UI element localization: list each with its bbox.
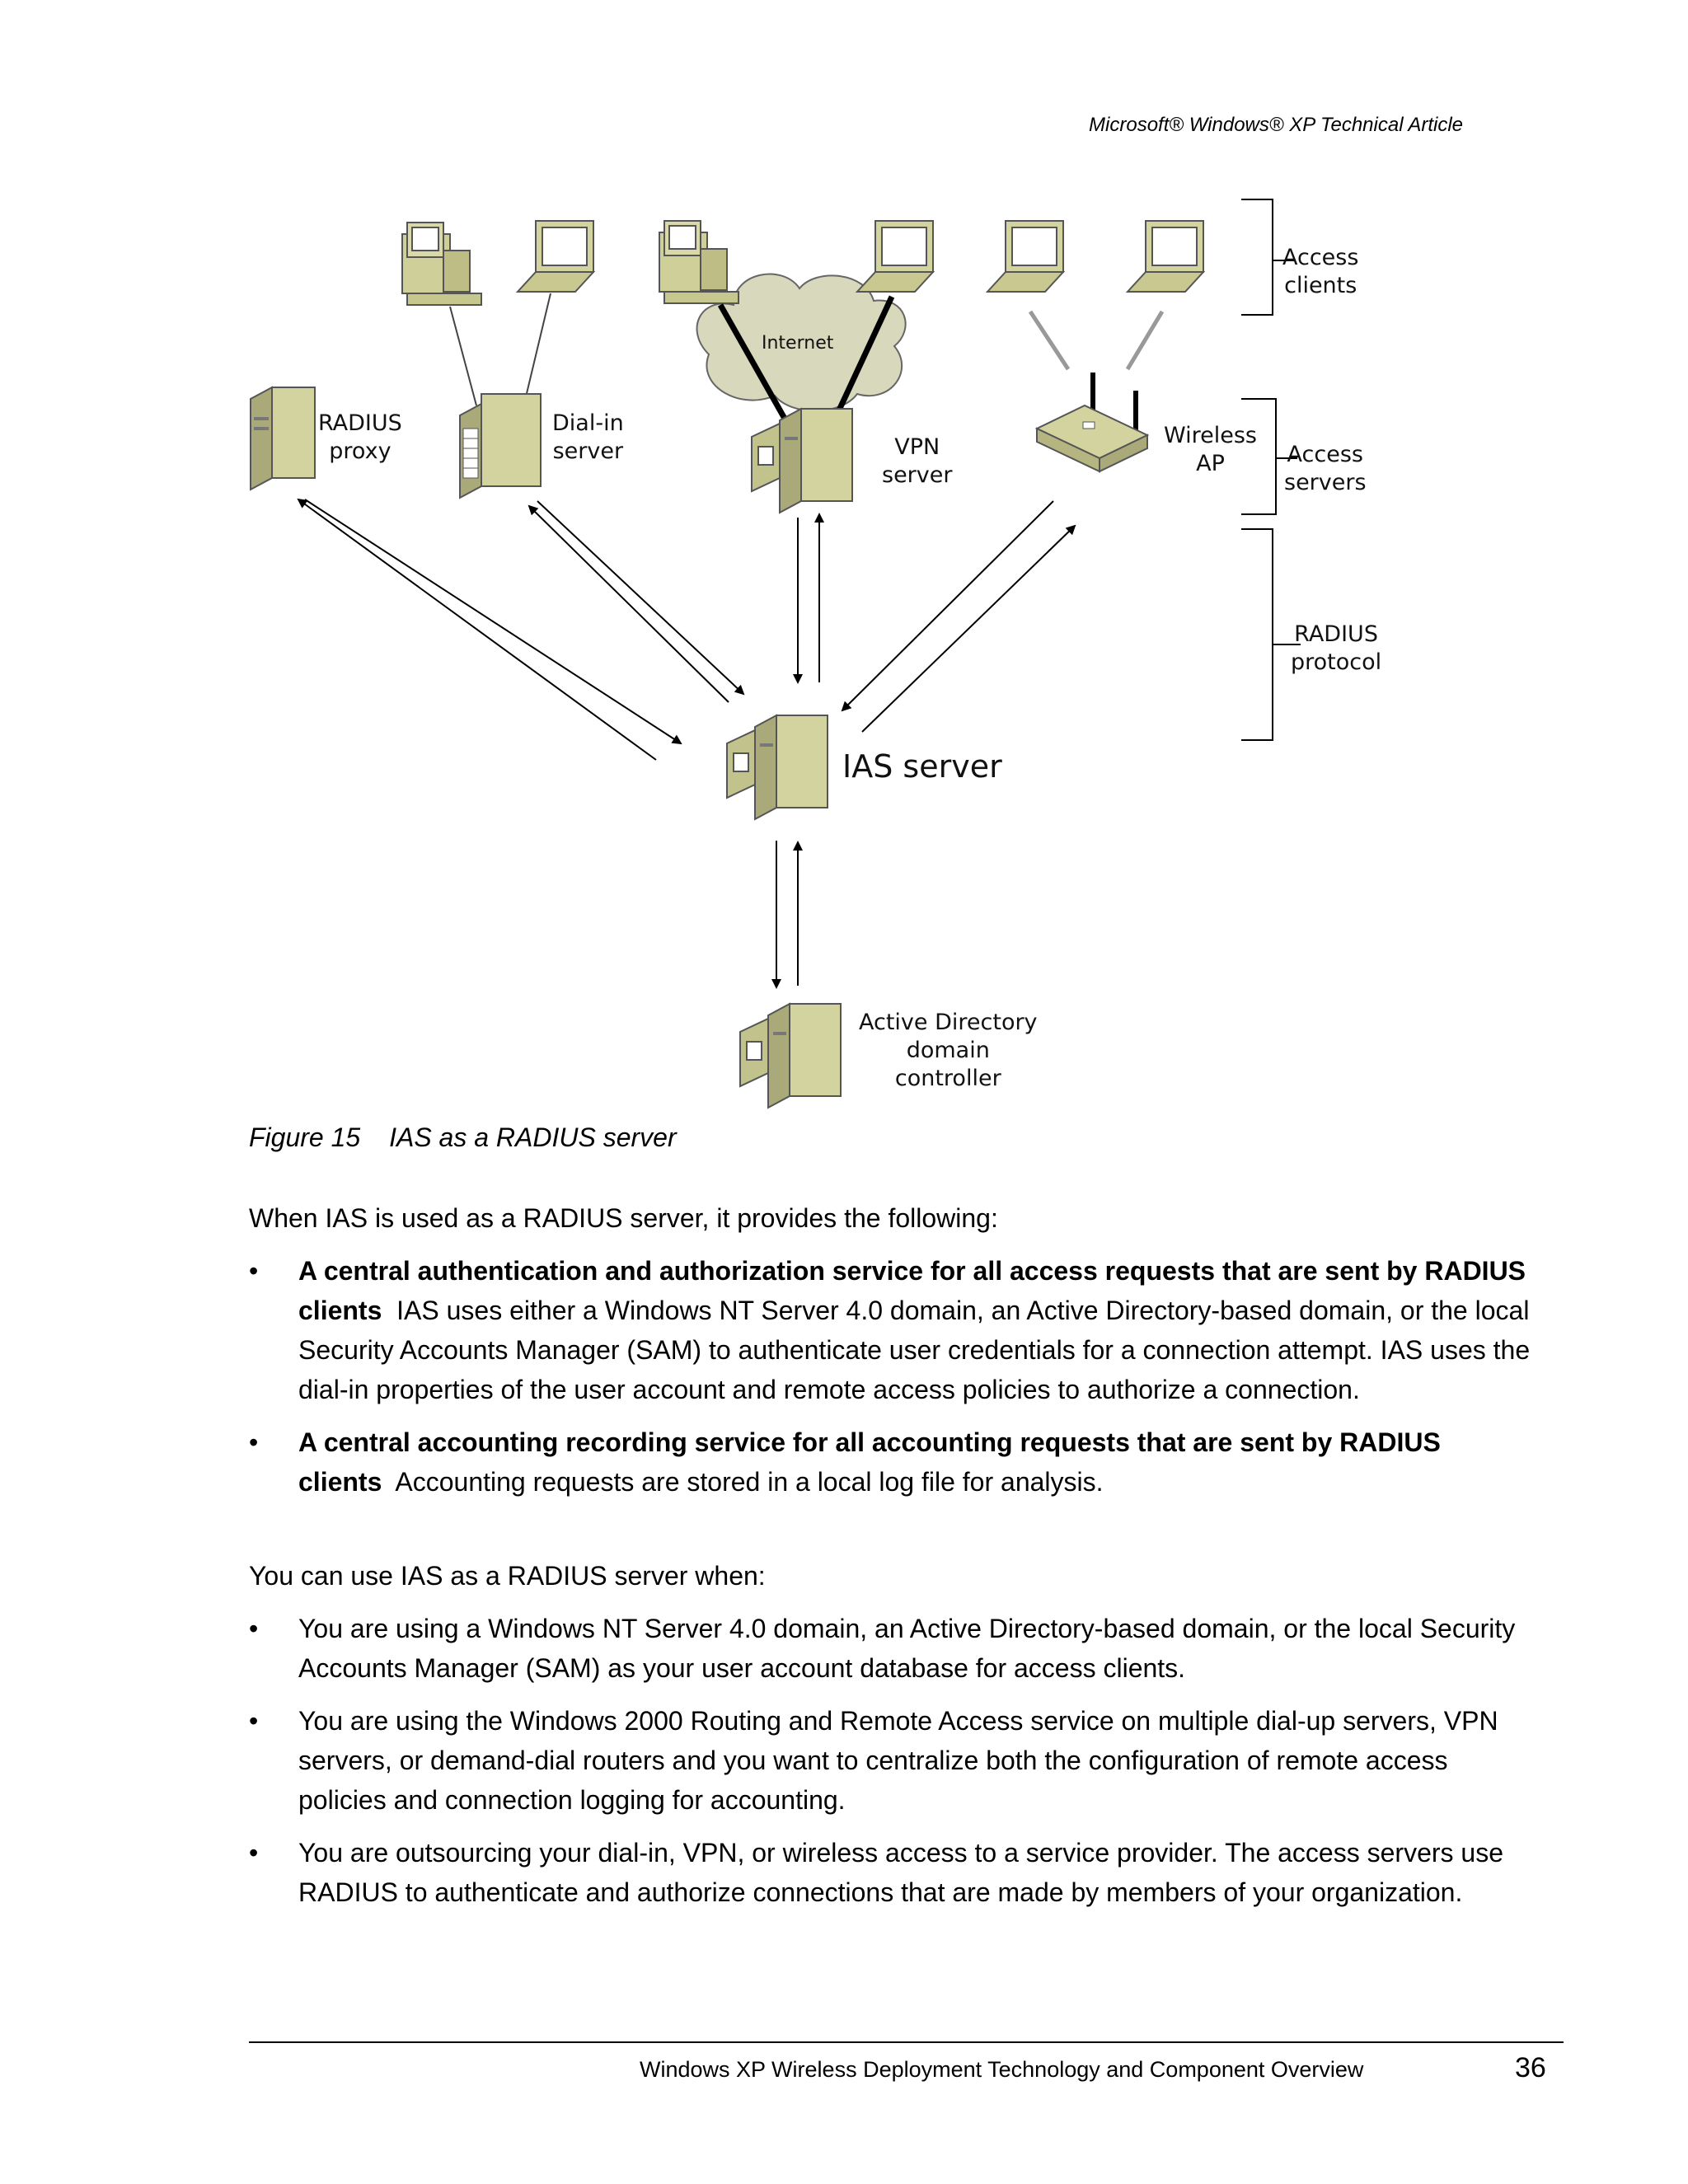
access-clients-label: Access clients (1282, 244, 1358, 300)
intro-paragraph-2: You can use IAS as a RADIUS server when: (249, 1556, 1535, 1596)
list-item: You are using the Windows 2000 Routing a… (249, 1701, 1535, 1820)
ias-provides-list: A central authentication and authorizati… (249, 1251, 1535, 1515)
intro-paragraph-1: When IAS is used as a RADIUS server, it … (249, 1198, 1535, 1238)
ias-server-label: IAS server (842, 748, 1002, 785)
list-item: You are outsourcing your dial-in, VPN, o… (249, 1833, 1535, 1912)
footer-divider (249, 2041, 1564, 2043)
access-servers-label: Access servers (1284, 441, 1367, 497)
wireless-ap-icon (1037, 373, 1147, 471)
dialin-server-label: Dial-in server (552, 410, 624, 466)
list-item-text: IAS uses either a Windows NT Server 4.0 … (298, 1296, 1530, 1404)
use-ias-when-list: You are using a Windows NT Server 4.0 do… (249, 1609, 1535, 1925)
figure-caption: Figure 15 IAS as a RADIUS server (249, 1122, 677, 1153)
internet-label: Internet (762, 333, 833, 354)
vpn-server-label: VPN server (882, 434, 952, 490)
list-item: A central accounting recording service f… (249, 1422, 1535, 1502)
list-item: A central authentication and authorizati… (249, 1251, 1535, 1409)
wireless-ap-label: Wireless AP (1164, 422, 1257, 478)
active-directory-label: Active Directory domain controller (859, 1009, 1038, 1093)
radius-protocol-label: RADIUS protocol (1291, 621, 1381, 677)
list-item-text: Accounting requests are stored in a loca… (395, 1467, 1103, 1497)
list-item: You are using a Windows NT Server 4.0 do… (249, 1609, 1535, 1688)
radius-proxy-label: RADIUS proxy (318, 410, 402, 466)
dialin-server-icon (460, 394, 541, 498)
figure-number: Figure 15 (249, 1122, 360, 1152)
figure-title: IAS as a RADIUS server (389, 1122, 677, 1152)
page-number: 36 (1515, 2052, 1546, 2084)
ias-radius-diagram (0, 0, 1688, 1121)
footer-title: Windows XP Wireless Deployment Technolog… (640, 2057, 1363, 2083)
